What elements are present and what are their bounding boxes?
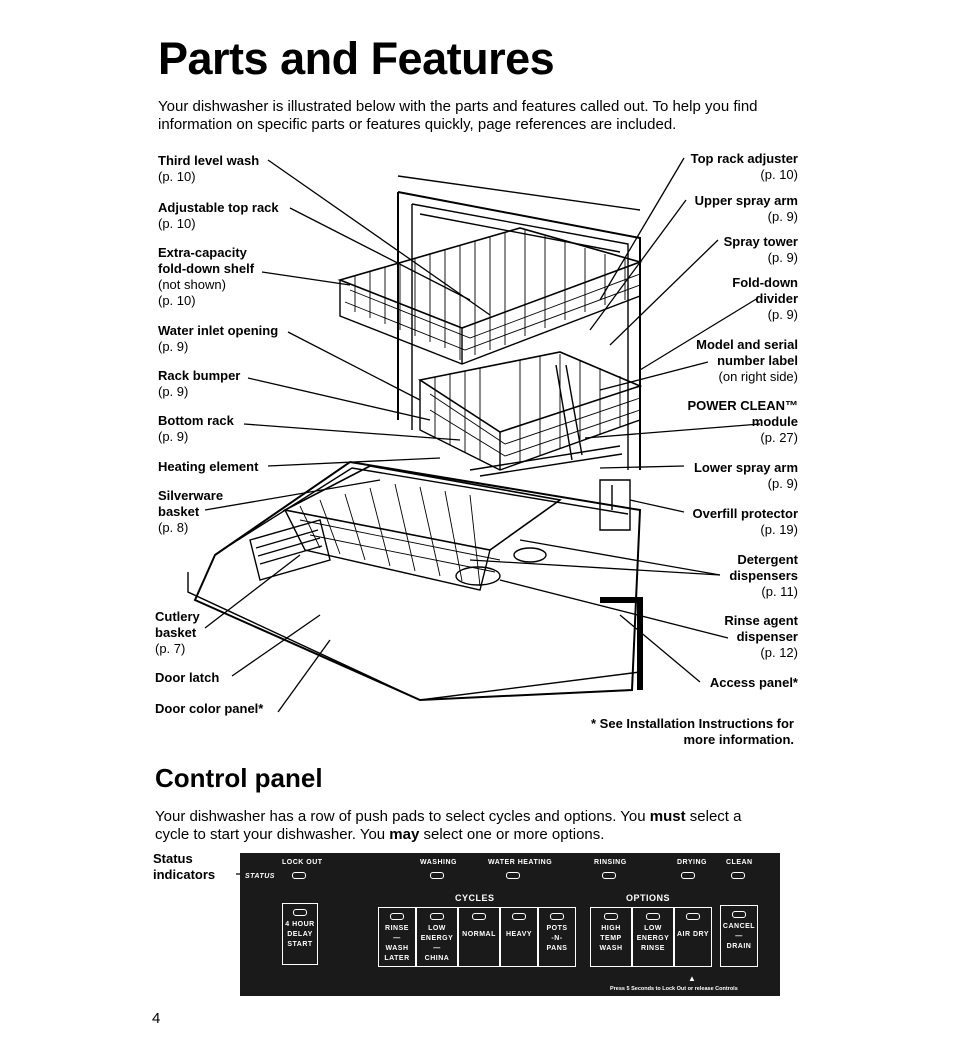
- label-upper-spray-arm: Upper spray arm(p. 9): [694, 193, 798, 224]
- indicator-label-drying: DRYING: [677, 859, 707, 866]
- indicator-label-water-heating: WATER HEATING: [488, 859, 553, 866]
- label-door-color-panel: Door color panel*: [155, 701, 264, 716]
- label-rack-bumper: Rack bumper(p. 9): [158, 368, 241, 399]
- options-heading: OPTIONS: [626, 893, 671, 903]
- control-panel-image: LOCK OUT WASHING WATER HEATING RINSING D…: [240, 853, 780, 996]
- control-panel-paragraph: Your dishwasher has a row of push pads t…: [155, 808, 742, 843]
- page-number: 4: [152, 1010, 161, 1027]
- low-energy-rinse-pad[interactable]: LOW ENERGY RINSE: [632, 907, 674, 967]
- delay-start-light: [293, 909, 307, 916]
- lock-out-indicator-light: [292, 872, 306, 879]
- status-word: STATUS: [245, 873, 275, 880]
- label-door-latch: Door latch: [155, 670, 220, 685]
- label-water-inlet-opening: Water inlet opening(p. 9): [158, 323, 279, 354]
- label-spray-tower: Spray tower(p. 9): [723, 234, 798, 265]
- pots-n-pans-pad[interactable]: POTS -N- PANS: [538, 907, 576, 967]
- footnote: * See Installation Instructions for more…: [591, 716, 794, 747]
- clean-indicator-light: [731, 872, 745, 879]
- water-heating-indicator-light: [506, 872, 520, 879]
- label-top-rack-adjuster: Top rack adjuster(p. 10): [690, 151, 798, 182]
- high-temp-wash-pad[interactable]: HIGH TEMP WASH: [590, 907, 632, 967]
- arrow-up-icon: ▲: [688, 974, 697, 983]
- intro-paragraph: Your dishwasher is illustrated below wit…: [158, 98, 758, 133]
- label-overfill-protector: Overfill protector(p. 19): [692, 506, 798, 537]
- low-energy-china-pad[interactable]: LOW ENERGY — CHINA: [416, 907, 458, 967]
- label-heating-element: Heating element: [158, 459, 259, 474]
- indicator-label-lock-out: LOCK OUT: [282, 859, 323, 866]
- air-dry-pad[interactable]: AIR DRY: [674, 907, 712, 967]
- hold-note: Press 5 Seconds to Lock Out or release C…: [610, 986, 738, 992]
- page-title: Parts and Features: [158, 33, 555, 84]
- washing-indicator-light: [430, 872, 444, 879]
- cancel-drain-pad[interactable]: CANCEL — DRAIN: [720, 905, 758, 967]
- rinse-wash-later-pad[interactable]: RINSE — WASH LATER: [378, 907, 416, 967]
- indicator-label-washing: WASHING: [420, 859, 457, 866]
- drying-indicator-light: [681, 872, 695, 879]
- label-adjustable-top-rack: Adjustable top rack(p. 10): [158, 200, 279, 231]
- label-access-panel: Access panel*: [709, 675, 798, 690]
- indicator-label-clean: CLEAN: [726, 859, 753, 866]
- label-bottom-rack: Bottom rack(p. 9): [158, 413, 234, 444]
- rinsing-indicator-light: [602, 872, 616, 879]
- label-lower-spray-arm: Lower spray arm(p. 9): [693, 460, 798, 491]
- section-title: Control panel: [155, 763, 323, 793]
- label-third-level-wash: Third level wash(p. 10): [158, 153, 260, 184]
- heavy-pad[interactable]: HEAVY: [500, 907, 538, 967]
- delay-start-pad[interactable]: 4 HOUR DELAY START: [282, 903, 318, 965]
- normal-pad[interactable]: NORMAL: [458, 907, 500, 967]
- cycles-heading: CYCLES: [455, 893, 495, 903]
- indicator-label-rinsing: RINSING: [594, 859, 627, 866]
